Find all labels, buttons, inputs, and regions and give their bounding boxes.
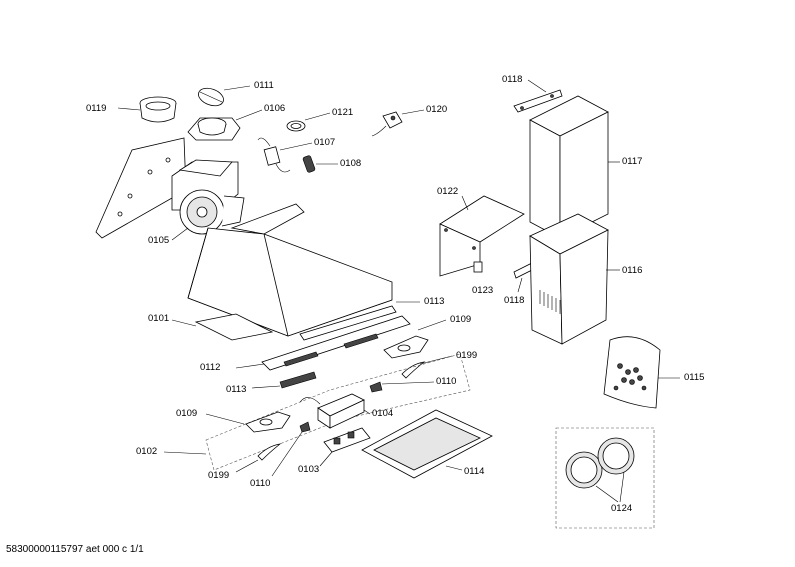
part-0109-lamp-cover-right xyxy=(383,335,429,359)
document-id-footer: 58300000115797 aet 000 c 1/1 xyxy=(6,544,144,555)
part-0110-lamp-holder-right xyxy=(369,381,383,393)
label-0118-bottom: 0118 xyxy=(504,295,525,306)
label-0117: 0117 xyxy=(622,156,643,167)
label-0113-top: 0113 xyxy=(424,296,445,307)
part-0103-switch xyxy=(323,427,371,453)
label-0114: 0114 xyxy=(464,466,485,477)
part-0104-transformer xyxy=(299,393,365,429)
part-0107-control-unit xyxy=(257,137,291,173)
part-0105-motor-housing xyxy=(95,137,245,239)
part-0111-backdraft-flap xyxy=(198,87,224,107)
part-0110-lamp-holder-left xyxy=(299,421,311,433)
part-0109-lamp-cover-left xyxy=(245,411,291,433)
label-0199-right: 0199 xyxy=(456,350,478,361)
label-0101: 0101 xyxy=(148,313,170,324)
label-0116: 0116 xyxy=(622,265,643,276)
part-0102-electrical-group xyxy=(205,353,471,471)
part-0120-power-plug xyxy=(371,111,403,137)
label-0124: 0124 xyxy=(611,503,633,514)
part-0112-filter-frame xyxy=(261,315,411,371)
label-0121: 0121 xyxy=(332,107,354,118)
label-0110-right: 0110 xyxy=(436,376,457,387)
label-0110-left: 0110 xyxy=(250,478,271,489)
label-0104: 0104 xyxy=(372,408,394,419)
part-0116-lower-chimney xyxy=(529,213,609,345)
label-0119: 0119 xyxy=(86,103,107,114)
part-0115-accessory-bag xyxy=(603,336,661,409)
part-0113-grease-filter-top xyxy=(299,305,397,341)
part-0113-grease-filter-small xyxy=(279,371,317,389)
part-0121-cable-clip xyxy=(286,120,306,132)
part-0199-bulb-left xyxy=(257,443,282,461)
part-0117-upper-chimney xyxy=(529,95,609,239)
part-0122-wall-bracket xyxy=(439,195,525,277)
label-0103: 0103 xyxy=(298,464,320,475)
part-0108-capacitor xyxy=(302,155,316,173)
label-0118-top: 0118 xyxy=(502,74,523,85)
label-0108: 0108 xyxy=(340,158,362,169)
part-0124-carbon-filters xyxy=(555,427,655,529)
label-0111: 0111 xyxy=(254,80,274,91)
label-0109-left: 0109 xyxy=(176,408,198,419)
part-0106-outlet-flange xyxy=(187,117,241,141)
label-0199-left: 0199 xyxy=(208,470,230,481)
label-0123: 0123 xyxy=(472,285,494,296)
label-0115: 0115 xyxy=(684,372,705,383)
part-0199-bulb-right xyxy=(401,361,426,379)
label-0107: 0107 xyxy=(314,137,336,148)
label-0109-right: 0109 xyxy=(450,314,472,325)
label-0106: 0106 xyxy=(264,103,286,114)
part-0118-upper-bracket xyxy=(513,89,563,113)
label-0120: 0120 xyxy=(426,104,448,115)
part-0114-metal-filter xyxy=(361,409,493,479)
part-0101-hood-canopy xyxy=(187,203,393,341)
label-0122: 0122 xyxy=(437,186,459,197)
label-0105: 0105 xyxy=(148,235,170,246)
part-0123-clip xyxy=(473,261,483,273)
label-0112: 0112 xyxy=(200,362,221,373)
part-0119-duct-ring xyxy=(139,96,177,123)
label-0102: 0102 xyxy=(136,446,158,457)
label-0113-bottom: 0113 xyxy=(226,384,247,395)
